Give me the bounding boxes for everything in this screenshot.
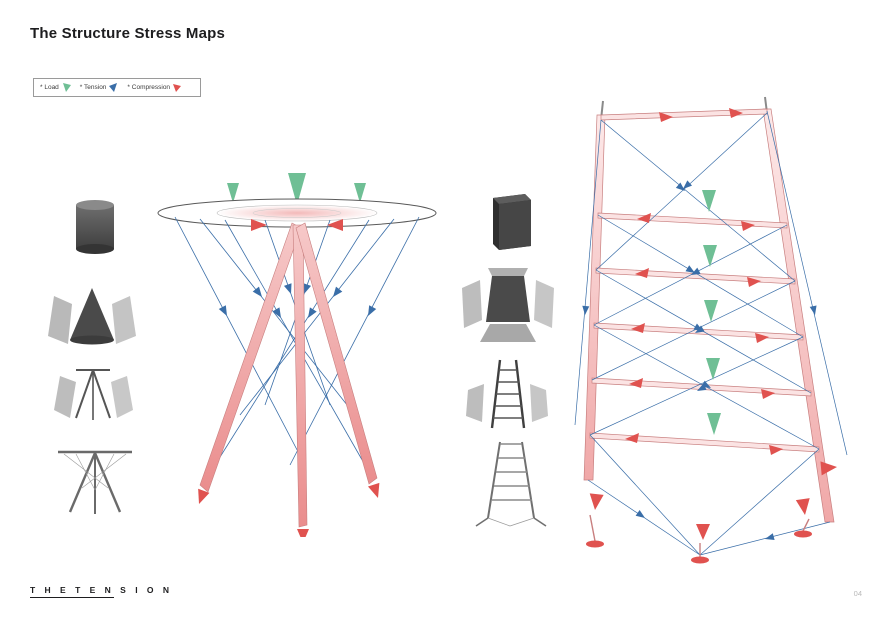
table-wireframe-icon <box>58 450 132 514</box>
tension-cables <box>574 110 848 556</box>
shelf-stress-map-drawing <box>574 96 848 564</box>
shelf-stress-map <box>565 95 865 575</box>
legend-item-load: * Load <box>40 82 72 93</box>
thumbnail-cylinder-model <box>62 195 128 261</box>
top-beam <box>600 108 768 121</box>
compression-legs <box>199 222 378 528</box>
legend-label-compression: * Compression <box>127 84 171 91</box>
exploded-panels-icon <box>462 268 554 342</box>
cone-panels-icon <box>48 288 136 345</box>
table-stress-map <box>155 165 445 537</box>
thumbnail-cone-panels-model <box>42 282 142 352</box>
tension-arrowheads <box>218 283 377 318</box>
page-title: The Structure Stress Maps <box>30 25 226 42</box>
thumbnail-exploded-panels-model <box>458 262 558 346</box>
compression-arrows <box>198 219 380 537</box>
page-number: 04 <box>853 589 862 598</box>
thumbnail-shelf-frame-model <box>470 438 550 530</box>
legend: * Load * Tension * Compression <box>33 78 201 97</box>
footer-logo: T H E T E N S I O N <box>30 585 169 598</box>
table-stress-map-drawing <box>157 173 437 537</box>
compression-arrows <box>589 108 837 540</box>
thumbnail-box-model <box>485 190 539 254</box>
compression-arrow-icon <box>173 84 182 92</box>
legend-item-tension: * Tension <box>80 82 120 93</box>
load-arrows <box>227 173 366 205</box>
load-arrow-icon <box>62 83 71 92</box>
ladder-frame-icon <box>466 359 548 429</box>
tension-arrow-icon <box>109 83 118 92</box>
legend-label-load: * Load <box>40 84 59 91</box>
box-icon <box>493 194 531 250</box>
thumbnail-table-wireframe-model <box>50 440 140 518</box>
legend-item-compression: * Compression <box>127 82 183 93</box>
legend-label-tension: * Tension <box>79 84 107 91</box>
tripod-panels-icon <box>54 369 133 420</box>
tension-arrowheads <box>582 180 817 541</box>
thumbnail-tripod-panels-model <box>46 362 141 424</box>
cylinder-icon <box>76 200 114 254</box>
feet-pads <box>586 514 812 564</box>
load-arrows <box>702 190 721 435</box>
thumbnail-ladder-frame-model <box>462 356 552 432</box>
shelf-frame-icon <box>475 441 547 527</box>
